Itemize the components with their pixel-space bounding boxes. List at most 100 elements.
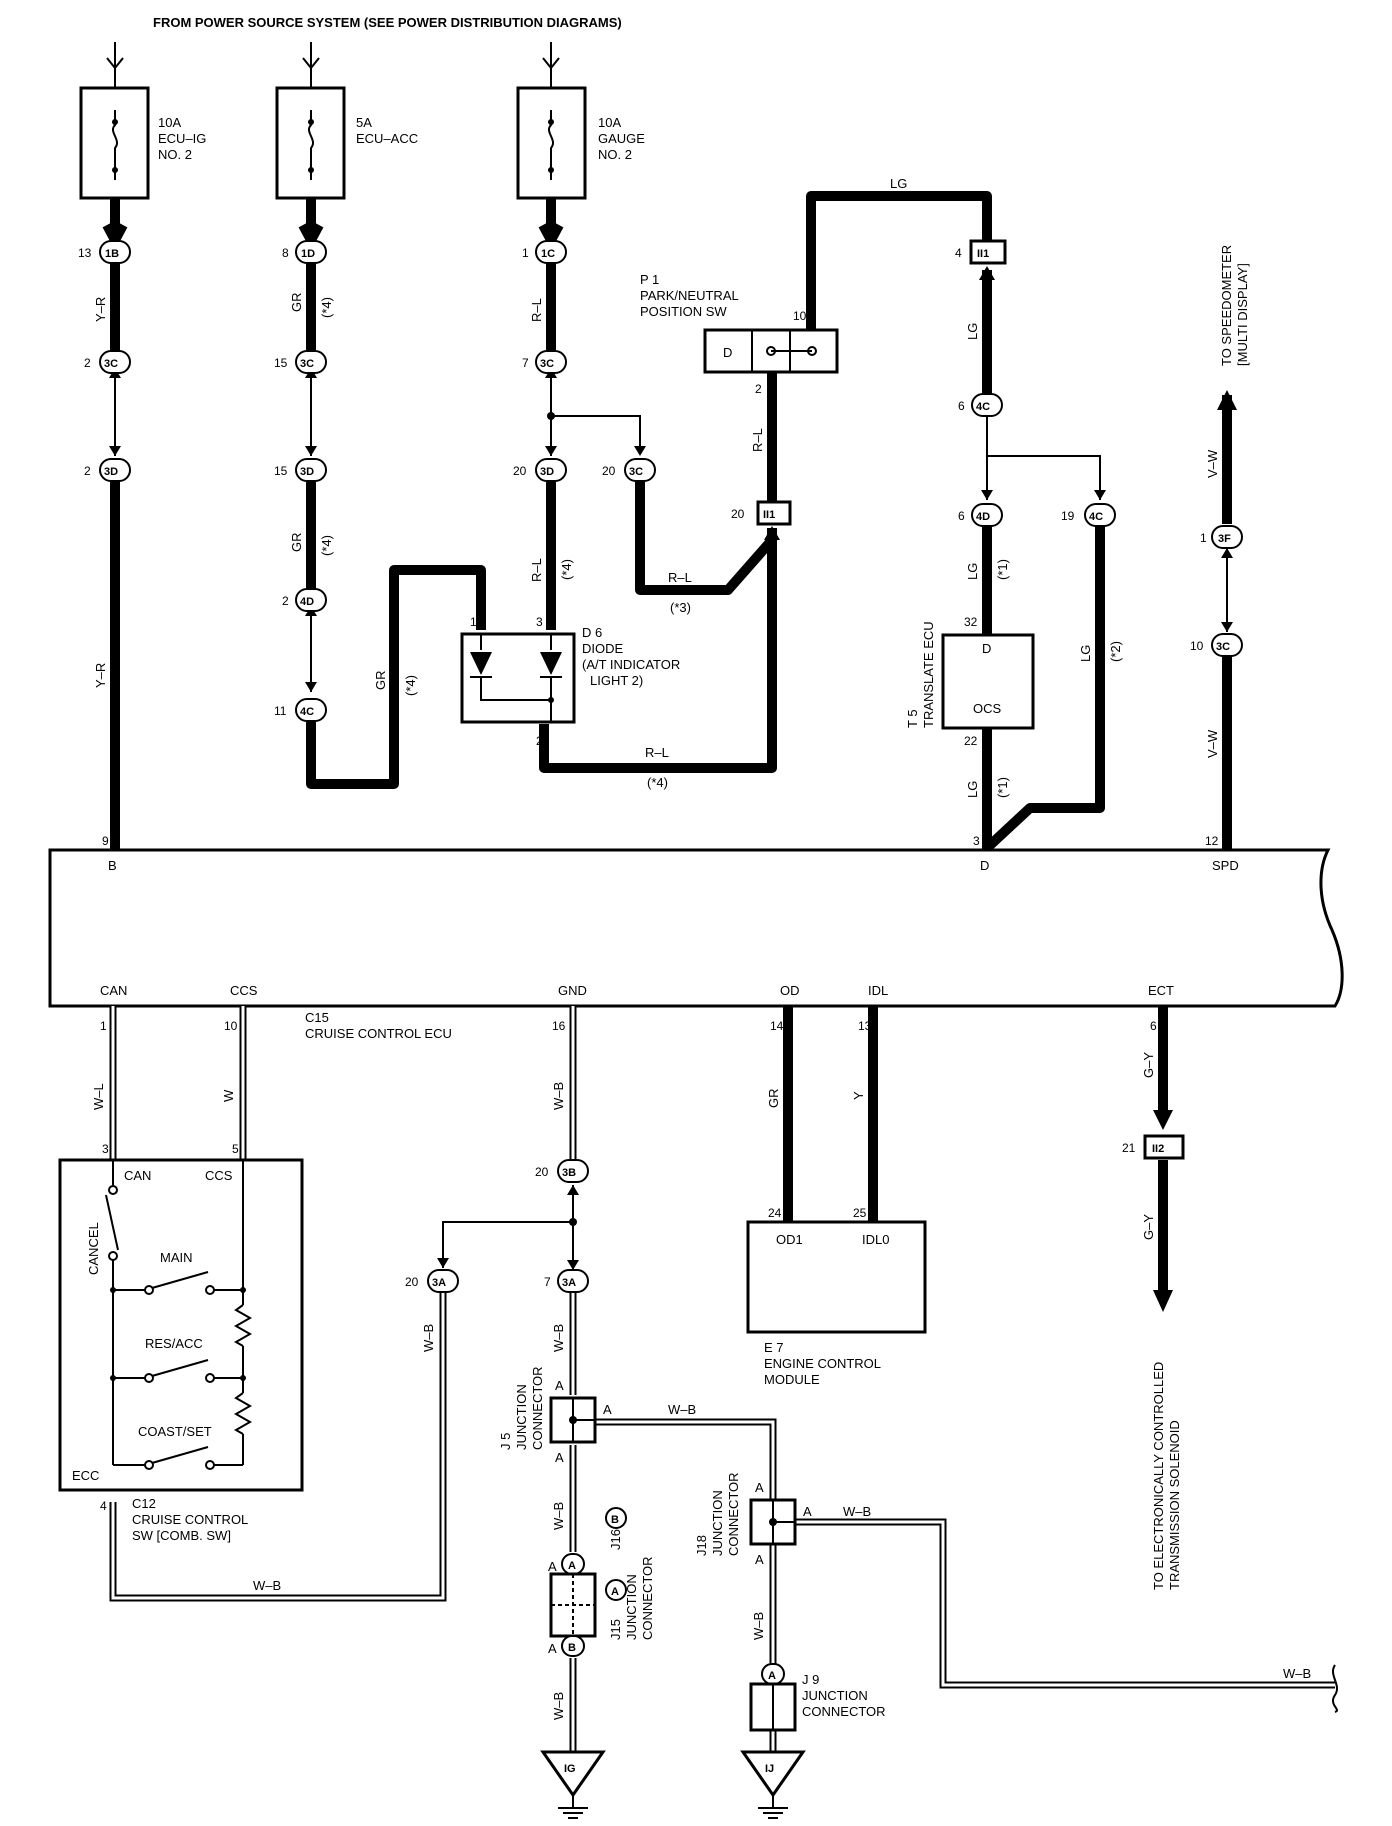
fuse-ecu-ig-column: 10A ECU–IG NO. 2 [79,42,206,245]
connector-1C: 1C 1 [522,240,567,264]
fuse-gauge-box [516,86,587,200]
svg-text:3A: 3A [562,1277,576,1289]
svg-text:SW [COMB. SW]: SW [COMB. SW] [132,1528,231,1543]
connector-1B: 1B 13 [78,240,131,264]
svg-text:(*4): (*4) [319,297,334,318]
connector-3D-c: 3D 20 [513,458,567,482]
svg-text:A: A [555,1378,564,1393]
fuse-ecu-acc-name: ECU–ACC [356,131,418,146]
connector-4D-b: 4D 6 [958,503,1003,527]
junction-connector-j18: A A A J18 JUNCTION CONNECTOR [694,1472,812,1567]
svg-text:W–B: W–B [1283,1666,1311,1681]
cruise-control-switch-c12: CAN CCS CANCEL MAIN RES/ACC COAST/SET EC… [58,1158,304,1543]
svg-text:1C: 1C [541,248,555,260]
svg-text:A: A [803,1504,812,1519]
svg-text:3: 3 [973,834,980,848]
svg-text:Y–R: Y–R [93,663,108,688]
svg-text:1: 1 [1200,531,1207,545]
svg-text:GR: GR [373,671,388,691]
svg-text:4: 4 [100,1499,107,1513]
svg-text:(*4): (*4) [647,775,668,790]
ground-ij: IJ [740,1750,806,1819]
svg-text:1: 1 [100,1019,107,1033]
svg-text:A: A [611,1586,619,1598]
svg-text:W: W [221,1089,236,1102]
park-neutral-switch: D P 1 PARK/NEUTRAL POSITION SW 10 2 [640,272,839,396]
fuse-ecu-acc-column: 5A ECU–ACC [275,42,418,245]
svg-text:IDL: IDL [868,983,888,998]
svg-text:A: A [755,1552,764,1567]
diode-d6: 1 3 2 D 6 DIODE (A/T INDICATOR LIGHT 2) [460,615,680,748]
svg-text:2: 2 [282,594,289,608]
svg-text:GR: GR [766,1089,781,1109]
svg-text:15: 15 [274,464,288,478]
svg-text:1: 1 [522,246,529,260]
fuse-ecu-ig-box [79,86,150,200]
svg-text:14: 14 [770,1019,784,1033]
fuse-ecu-ig-name: ECU–IG [158,131,206,146]
svg-text:COAST/SET: COAST/SET [138,1424,212,1439]
svg-text:MAIN: MAIN [160,1250,193,1265]
svg-text:5: 5 [232,1142,239,1156]
connector-3C-b: 3C 15 [274,350,327,374]
svg-text:Y–R: Y–R [93,297,108,322]
svg-text:DIODE: DIODE [582,641,624,656]
svg-text:W–B: W–B [551,1082,566,1110]
svg-text:CRUISE CONTROL ECU: CRUISE CONTROL ECU [305,1026,452,1041]
svg-text:W–B: W–B [551,1502,566,1530]
svg-text:A: A [555,1450,564,1465]
svg-text:GR: GR [289,533,304,553]
svg-text:6: 6 [958,399,965,413]
svg-text:C12: C12 [132,1496,156,1511]
svg-text:9: 9 [102,834,109,848]
svg-text:OCS: OCS [973,701,1002,716]
svg-text:J18: J18 [694,1535,709,1556]
svg-text:II1: II1 [763,509,775,521]
svg-text:3F: 3F [1218,533,1231,545]
svg-text:4: 4 [955,246,962,260]
connector-4C-a: 4C 11 [274,698,327,722]
svg-text:20: 20 [513,464,527,478]
svg-text:Y: Y [851,1091,866,1100]
svg-text:3C: 3C [1216,641,1230,653]
svg-text:3C: 3C [629,466,643,478]
header-text: FROM POWER SOURCE SYSTEM (SEE POWER DIST… [153,15,622,30]
svg-text:(*1): (*1) [995,777,1010,798]
fuse-ecu-acc-amp: 5A [356,115,372,130]
svg-text:W–B: W–B [421,1324,436,1352]
svg-text:R–L: R–L [529,558,544,582]
svg-text:4C: 4C [1089,511,1103,523]
svg-text:JUNCTION: JUNCTION [624,1574,639,1640]
connector-3D-a: 3D 2 [84,458,131,482]
svg-text:3C: 3C [104,358,118,370]
connector-1D: 1D 8 [282,240,327,264]
svg-text:W–L: W–L [91,1083,106,1110]
svg-text:GR: GR [289,293,304,313]
svg-text:CONNECTOR: CONNECTOR [530,1366,545,1450]
svg-text:3C: 3C [300,358,314,370]
c15-bottom-pins: 1 10 16 14 13 6 3 5 24 25 [100,1019,1157,1220]
svg-text:(*1): (*1) [995,559,1010,580]
wire-labels-upper: Y–R Y–R GR (*4) GR (*4) GR (*4) R–L R–L … [93,176,1220,798]
svg-text:CAN: CAN [124,1168,151,1183]
svg-text:3D: 3D [540,466,554,478]
svg-text:3D: 3D [300,466,314,478]
connector-II1-a: II1 20 [731,500,792,526]
connector-ovals-lower: 3B 20 3A 20 3A 7 II2 21 [405,1134,1185,1293]
svg-text:10: 10 [1190,639,1204,653]
svg-text:D: D [982,641,991,656]
svg-text:A: A [768,1670,776,1682]
svg-text:J 9: J 9 [802,1672,819,1687]
junction-connector-j5: A A A J 5 JUNCTION CONNECTOR [498,1366,612,1465]
junction-connector-j15: A A B A B J16 A J15 JUNCTION CONNECTOR [548,1507,655,1657]
svg-text:II2: II2 [1152,1143,1164,1155]
svg-text:GND: GND [558,983,587,998]
svg-text:SPD: SPD [1212,858,1239,873]
svg-text:A: A [603,1402,612,1417]
lower-wires [109,1006,1338,1752]
svg-text:LG: LG [965,323,980,340]
svg-text:CANCEL: CANCEL [86,1222,101,1275]
svg-text:8: 8 [282,246,289,260]
svg-text:3B: 3B [562,1167,576,1179]
svg-text:20: 20 [405,1275,419,1289]
